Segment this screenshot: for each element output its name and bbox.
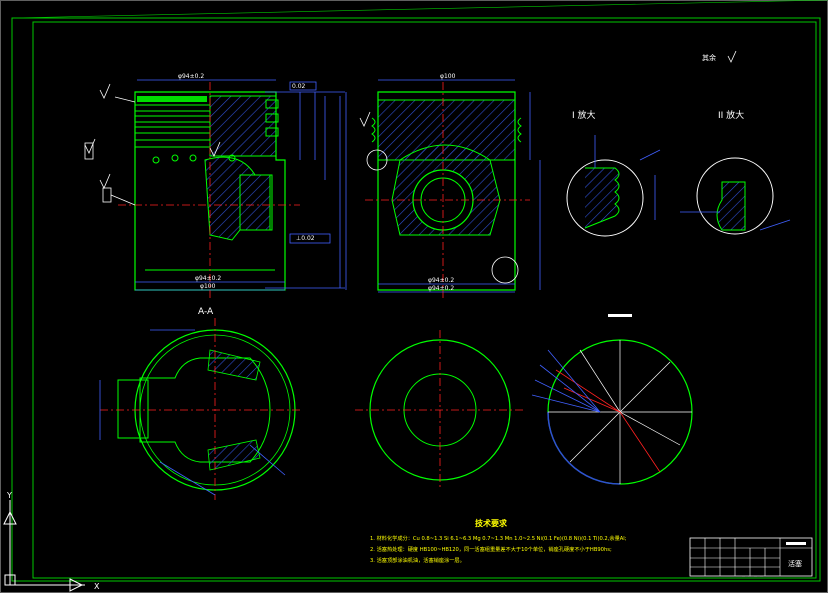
sheet-outer-border <box>11 17 821 582</box>
angular-view-arc <box>547 411 621 485</box>
detail-i-circle <box>566 159 644 237</box>
detail-i-dimensions <box>594 135 661 220</box>
svg-text:φ100: φ100 <box>200 283 216 290</box>
angular-view-marker <box>608 314 632 317</box>
svg-text:φ94±0.2: φ94±0.2 <box>195 275 221 282</box>
dimensions-bottom-left <box>99 329 286 496</box>
roughness-remaining-symbol <box>727 50 737 63</box>
pin-bore-left <box>239 174 273 231</box>
ucs-x-arrow-icon <box>69 578 84 592</box>
notes-item-1: 1. 材料化学成分：Cu 0.8~1.3 Si 6.1~6.3 Mg 0.7~1… <box>370 534 627 542</box>
piston-angular-view[interactable] <box>531 314 693 485</box>
title-block[interactable]: 活塞 _ _ _ _ <box>689 537 813 577</box>
svg-text:⊥0.02: ⊥0.02 <box>296 235 315 242</box>
svg-text:φ94±0.2: φ94±0.2 <box>428 285 454 292</box>
leader-tags-left <box>84 96 136 206</box>
detail-callout-ii <box>491 256 519 284</box>
svg-text:0.02: 0.02 <box>292 83 306 90</box>
ucs-y-label: Y <box>6 491 12 500</box>
piston-side-view[interactable]: φ100 φ94±0.2 φ94±0.2 <box>345 73 541 300</box>
technical-notes: 技术要求 1. 材料化学成分：Cu 0.8~1.3 Si 6.1~6.3 Mg … <box>370 518 627 564</box>
centerlines-left <box>118 82 300 300</box>
centerlines-right <box>365 82 530 300</box>
angular-view-rays <box>548 340 692 484</box>
dimension-text-left: φ94±0.2 φ94±0.2 φ100 ⊥0.02 0.02 <box>178 73 315 290</box>
notes-item-3: 3. 活塞顶部涂油机油，活塞销座涂一层。 <box>370 556 465 564</box>
dimensions-left <box>135 79 345 291</box>
dimensions-right <box>345 79 541 293</box>
title-block-mark <box>786 542 806 545</box>
centerlines-bottom-left <box>100 318 300 500</box>
bottom-view-boss <box>139 357 271 463</box>
ucs-origin-box <box>4 574 16 586</box>
piston-front-section-view[interactable]: φ94±0.2 φ94±0.2 φ100 ⊥0.02 0.02 <box>84 73 371 300</box>
bottom-view-ribs <box>207 349 261 471</box>
svg-text:φ94±0.2: φ94±0.2 <box>428 277 454 284</box>
notes-title: 技术要求 <box>475 518 508 528</box>
title-block-code: _ _ _ _ <box>742 571 764 577</box>
detail-i-view[interactable]: I 放大 <box>566 109 661 237</box>
ucs-icon: Y X <box>3 491 100 592</box>
notes-item-2: 2. 活塞热处理：硬度 HB100~HB120，同一活塞组重量差不大于10个单位… <box>370 545 612 553</box>
title-block-name: 活塞 <box>788 559 802 568</box>
sheet-corner-line <box>11 0 828 19</box>
angular-view-rays-red <box>555 369 661 473</box>
bottom-view-pin <box>117 379 149 439</box>
svg-text:φ100: φ100 <box>440 73 456 80</box>
body-outline-right <box>377 91 516 291</box>
crown-hatch-left <box>209 95 277 157</box>
ucs-x-label: X <box>94 582 100 591</box>
detail-ii-profile <box>716 181 746 231</box>
svg-text:φ94±0.2: φ94±0.2 <box>178 73 204 80</box>
title-block-grid <box>690 538 812 576</box>
roughness-symbols-left <box>84 83 371 189</box>
top-land-highlight <box>137 96 207 102</box>
piston-top-view[interactable] <box>355 330 525 490</box>
dimension-text-right: φ100 φ94±0.2 φ94±0.2 <box>428 73 456 292</box>
oil-holes-left <box>152 154 236 164</box>
title-block-frame <box>689 537 813 577</box>
detail-ii-circle <box>696 157 774 235</box>
angular-view-leaders <box>531 349 601 413</box>
detail-ii-dimensions <box>680 211 791 231</box>
sheet-inner-border <box>32 21 817 579</box>
pin-boss-left <box>204 156 271 241</box>
detail-ii-label: II 放大 <box>718 109 744 121</box>
ucs-y-arrow-icon <box>3 510 17 525</box>
roughness-remaining-label: 其余 <box>702 53 716 62</box>
centerlines-top-view <box>355 330 525 490</box>
detail-i-label: I 放大 <box>572 109 596 121</box>
ring-grooves-right <box>371 117 522 143</box>
piston-bottom-view[interactable] <box>99 318 300 500</box>
detail-i-grooves <box>584 167 620 229</box>
detail-callout-i <box>366 149 388 171</box>
detail-ii-view[interactable]: II 放大 <box>680 109 791 235</box>
section-label: A-A <box>198 307 214 317</box>
